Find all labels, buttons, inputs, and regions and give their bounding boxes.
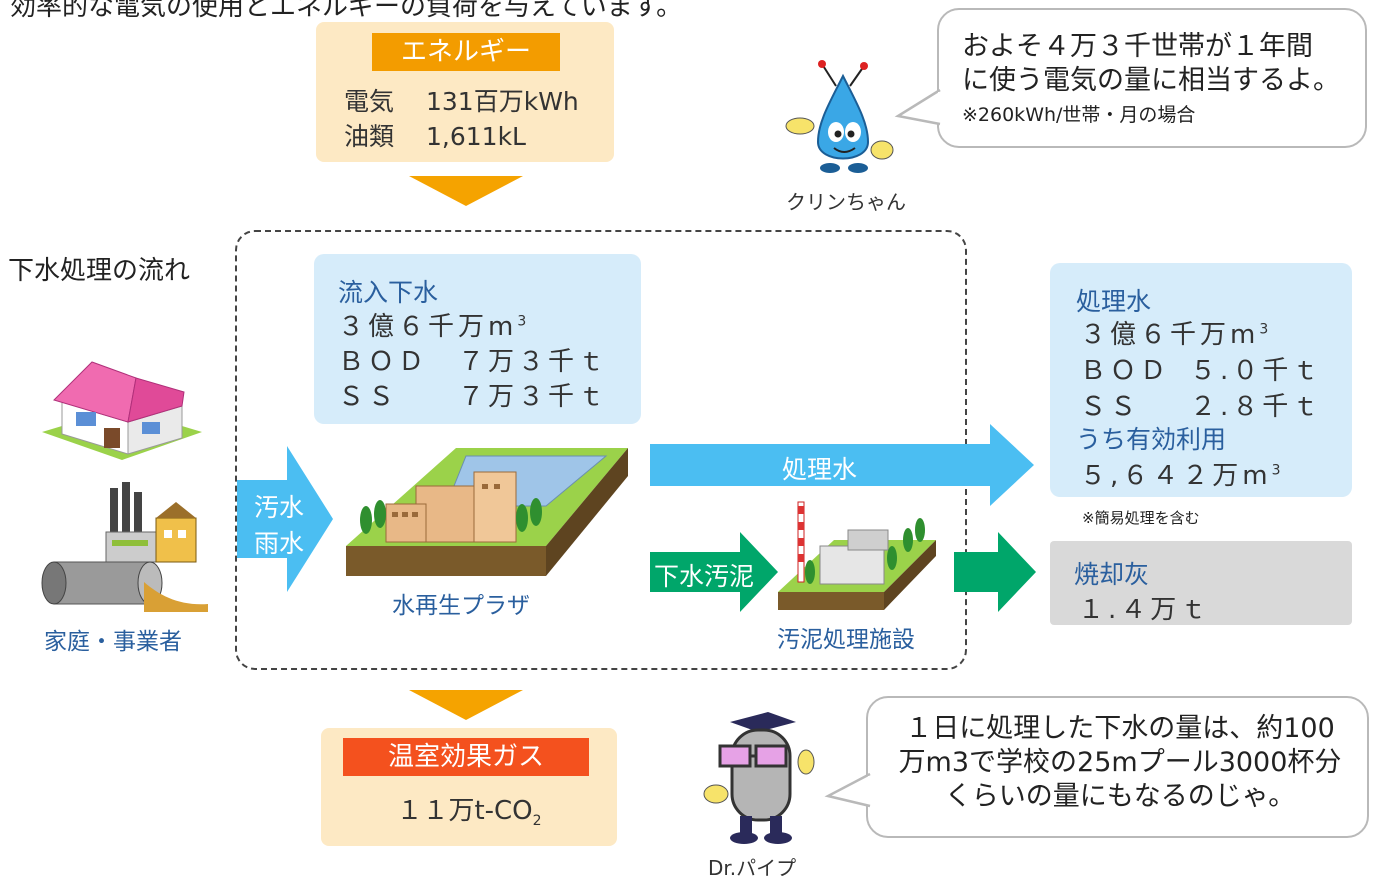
treated-water-arrow xyxy=(650,424,1034,506)
plaza-caption: 水再生プラザ xyxy=(392,593,530,619)
treated-note: ※簡易処理を含む xyxy=(1082,509,1200,527)
speech-bubble-tail xyxy=(824,772,874,808)
influent-ss: ＳＳ ７万３千ｔ xyxy=(338,376,608,413)
influent-bod: ＢＯＤ ７万３千ｔ xyxy=(338,341,608,378)
inflow-label-line: 汚水 xyxy=(254,493,305,522)
dr-pipe-bubble-line: 万m3で学校の25mプール3000杯分 xyxy=(898,747,1342,778)
treated-volume: ３億６千万m3 xyxy=(1080,314,1272,351)
influent-box xyxy=(314,254,641,424)
dr-pipe-illustration xyxy=(703,712,815,844)
treated-title: 処理水 xyxy=(1076,287,1152,316)
influent-ss-label: ＳＳ xyxy=(338,382,399,412)
ghg-down-arrow xyxy=(409,690,523,720)
inflow-arrow xyxy=(237,446,333,592)
energy-down-arrow xyxy=(409,176,523,206)
sources-caption: 家庭・事業者 xyxy=(44,629,182,655)
treated-bod-label: ＢＯＤ xyxy=(1080,356,1171,386)
influent-volume-sup: 3 xyxy=(517,313,531,330)
ash-box xyxy=(1050,541,1352,625)
sludge-arrow xyxy=(650,532,778,612)
treated-reuse-value: ５,６４２万m xyxy=(1080,461,1272,491)
treated-reuse: ５,６４２万m3 xyxy=(1080,455,1285,492)
speech-bubble-kurin xyxy=(937,8,1367,148)
dr-pipe-bubble-text: １日に処理した下水の量は、約100 万m3で学校の25mプール3000杯分 くら… xyxy=(885,712,1355,814)
energy-row-oil: 油類 1,611kL xyxy=(344,117,526,153)
treated-bod: ＢＯＤ ５.０千ｔ xyxy=(1080,350,1322,387)
energy-key: 油類 xyxy=(344,122,395,151)
sludge-facility-illustration xyxy=(778,501,936,610)
ash-value: １.４万ｔ xyxy=(1078,595,1211,625)
house-illustration xyxy=(42,361,202,460)
influent-ss-value: ７万３千ｔ xyxy=(458,382,609,412)
ghg-value-text: １１万t-CO xyxy=(396,796,533,826)
top-cut-text: 効率的な電気の使用とエネルギーの負荷を与えています。 xyxy=(10,0,683,22)
influent-bod-value: ７万３千ｔ xyxy=(458,347,609,377)
energy-row-electricity: 電気 131百万kWh xyxy=(344,82,579,118)
influent-volume: ３億６千万m3 xyxy=(338,306,530,343)
treated-reuse-title: うち有効利用 xyxy=(1076,425,1227,454)
treated-volume-sup: 3 xyxy=(1259,321,1273,338)
sludge-arrow-label: 下水汚泥 xyxy=(654,562,755,591)
treated-ss: ＳＳ ２.８千ｔ xyxy=(1080,386,1322,423)
dr-pipe-bubble-line: １日に処理した下水の量は、約100 xyxy=(905,713,1335,744)
ghg-value-sub: 2 xyxy=(532,813,542,830)
kurin-chan-name: クリンちゃん xyxy=(786,190,906,214)
treated-water-box xyxy=(1050,263,1352,497)
treated-reuse-sup: 3 xyxy=(1271,462,1285,479)
kurin-bubble-note: ※260kWh/世帯・月の場合 xyxy=(962,104,1196,126)
pipe-illustration xyxy=(41,561,208,612)
energy-value: 131百万kWh xyxy=(426,87,579,116)
treated-ss-label: ＳＳ xyxy=(1080,392,1141,422)
dr-pipe-bubble-line: くらいの量にもなるのじゃ。 xyxy=(944,781,1296,812)
treated-bod-value: ５.０千ｔ xyxy=(1190,356,1323,386)
energy-value: 1,611kL xyxy=(426,122,526,151)
water-plaza-illustration xyxy=(346,448,628,576)
kurin-bubble-line: に使う電気の量に相当するよ。 xyxy=(962,65,1340,96)
flow-title: 下水処理の流れ xyxy=(8,256,191,286)
influent-bod-label: ＢＯＤ xyxy=(338,347,429,377)
energy-key: 電気 xyxy=(344,87,395,116)
kurin-chan-illustration xyxy=(785,60,894,173)
ghg-value: １１万t-CO2 xyxy=(321,790,617,829)
kurin-bubble-line: およそ４万３千世帯が１年間 xyxy=(962,31,1313,62)
dr-pipe-name: Dr.パイプ xyxy=(708,856,797,880)
treated-volume-value: ３億６千万m xyxy=(1080,320,1260,350)
treated-water-arrow-label: 処理水 xyxy=(782,455,858,484)
speech-bubble-tail xyxy=(894,88,944,126)
factory-illustration xyxy=(105,482,197,563)
influent-volume-value: ３億６千万m xyxy=(338,312,518,342)
treated-ss-value: ２.８千ｔ xyxy=(1190,392,1323,422)
ash-title: 焼却灰 xyxy=(1074,560,1150,589)
speech-bubble-dr-pipe xyxy=(866,696,1369,838)
inflow-arrow-label: 汚水 雨水 xyxy=(254,488,304,560)
inflow-label-line: 雨水 xyxy=(254,529,305,558)
sludge-facility-caption: 汚泥処理施設 xyxy=(777,627,915,653)
energy-label: エネルギー xyxy=(372,33,560,71)
ghg-label: 温室効果ガス xyxy=(343,738,589,776)
kurin-bubble-text: およそ４万３千世帯が１年間 に使う電気の量に相当するよ。 xyxy=(962,30,1340,98)
influent-title: 流入下水 xyxy=(338,278,439,307)
ash-arrow xyxy=(954,532,1036,612)
